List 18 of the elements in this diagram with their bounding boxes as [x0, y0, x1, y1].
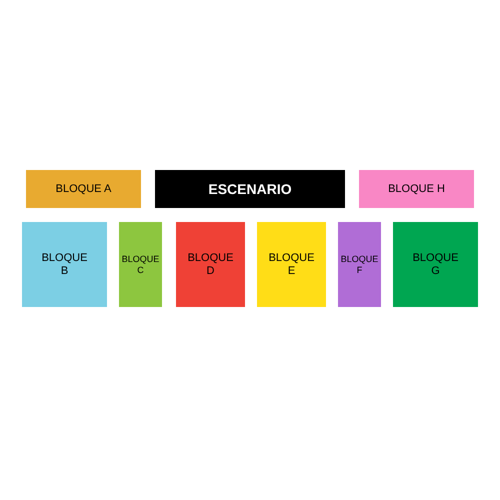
block-label: BLOQUE G: [412, 252, 458, 278]
block-label: BLOQUE B: [42, 252, 88, 278]
seating-block: [26, 170, 141, 208]
block-label: BLOQUE D: [188, 252, 234, 278]
block-label: BLOQUE H: [388, 182, 445, 196]
block-label: BLOQUE F: [340, 254, 378, 275]
seating-block: [359, 170, 474, 208]
seating-block: [393, 222, 478, 307]
seating-block: [257, 222, 326, 307]
seating-block: [338, 222, 381, 307]
seating-block: [119, 222, 162, 307]
seating-block: [22, 222, 107, 307]
stage-block: [155, 170, 345, 208]
block-label: ESCENARIO: [208, 180, 292, 198]
block-label: BLOQUE C: [122, 254, 160, 275]
block-label: BLOQUE E: [268, 252, 314, 278]
block-label: BLOQUE A: [56, 182, 112, 196]
seating-block: [176, 222, 245, 307]
